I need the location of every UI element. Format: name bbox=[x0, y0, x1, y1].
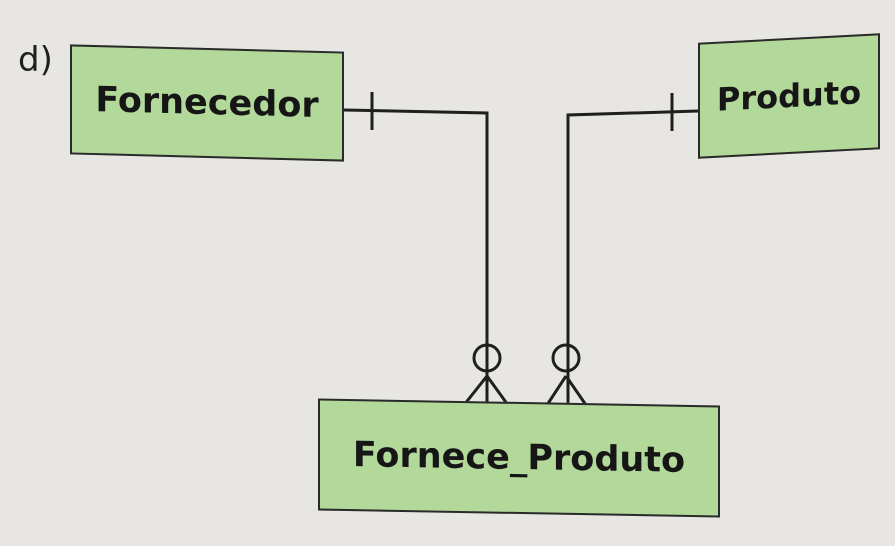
entity-name: Fornece_Produto bbox=[352, 435, 686, 481]
crowfoot-right bbox=[564, 375, 588, 406]
connector-line bbox=[566, 109, 699, 405]
connector-line bbox=[343, 108, 489, 405]
entity-fornece-produto: Fornece_Produto bbox=[318, 398, 720, 518]
entity-fornecedor: Fornecedor bbox=[70, 44, 344, 162]
crowfoot-left bbox=[545, 375, 568, 406]
entity-name: Fornecedor bbox=[95, 80, 319, 126]
item-label: d) bbox=[18, 40, 53, 80]
relationship-produto-fornece-produto bbox=[545, 93, 699, 406]
zero-mark bbox=[472, 343, 502, 373]
entity-name: Produto bbox=[716, 73, 862, 119]
entity-produto: Produto bbox=[698, 33, 880, 159]
crowfoot-right bbox=[485, 375, 510, 406]
zero-mark bbox=[551, 343, 581, 373]
relationship-fornecedor-fornece-produto bbox=[343, 92, 510, 406]
